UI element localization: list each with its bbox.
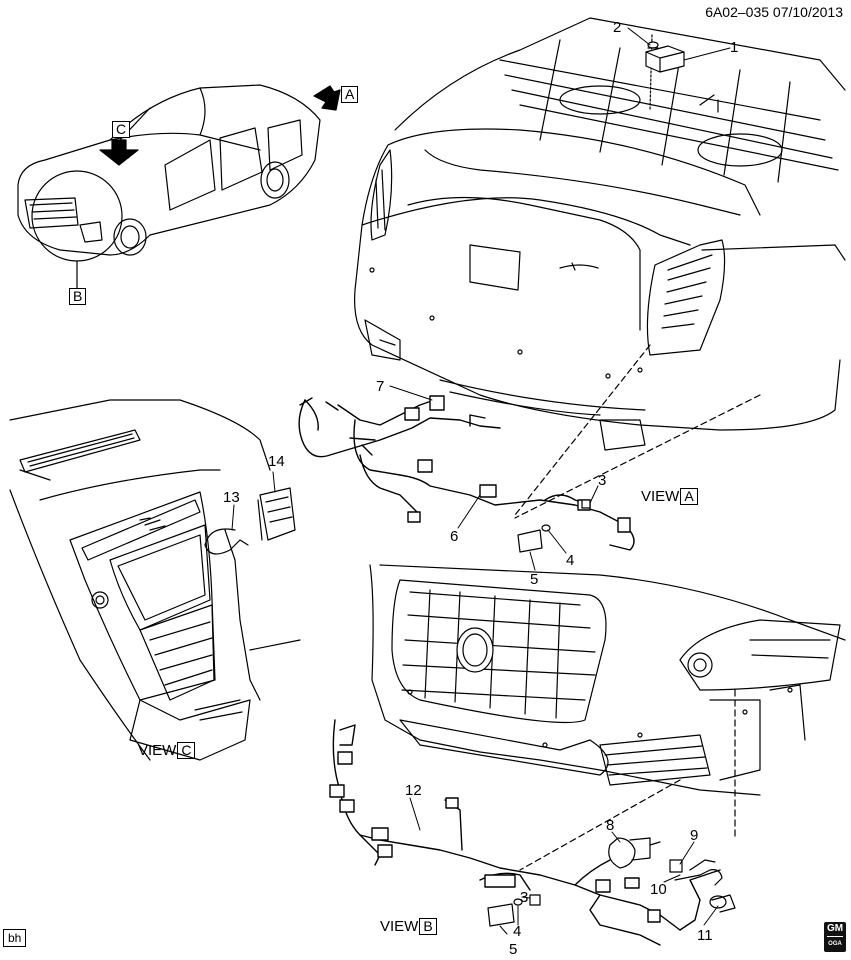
- view-a-prefix: VIEW: [641, 488, 680, 505]
- grommet-part-4-rear: [541, 524, 551, 532]
- overview-car: [17, 84, 321, 289]
- corner-tag: bh: [3, 929, 27, 947]
- callout-4-rear: 4: [566, 552, 575, 569]
- view-c-arrow-label: C: [112, 121, 131, 138]
- callout-10: 10: [650, 881, 667, 898]
- module-part-1: [645, 41, 685, 73]
- callout-9: 9: [690, 827, 699, 844]
- front-parts-8-9-10-11: [608, 837, 736, 913]
- callout-5-front: 5: [509, 941, 518, 958]
- view-c-letter: C: [177, 742, 196, 759]
- gm-logo-text: GM: [826, 923, 844, 934]
- bracket-part-5-rear: [517, 529, 543, 553]
- sensor-part-3-front: [529, 894, 541, 906]
- gm-logo-subtext: OGA: [827, 936, 843, 951]
- rear-harness: [298, 395, 635, 551]
- diagram-code: 6A02–035 07/10/2013: [705, 4, 843, 20]
- view-a-letter: A: [680, 488, 698, 505]
- bracket-part-5-front: [487, 903, 515, 927]
- pigtail-part-13: [204, 528, 249, 555]
- view-b-prefix: VIEW: [380, 918, 419, 935]
- callout-4-front: 4: [513, 923, 522, 940]
- callout-6: 6: [450, 528, 459, 545]
- grommet-part-4-front: [513, 898, 523, 906]
- callout-2: 2: [613, 19, 622, 36]
- front-harness: [329, 719, 721, 946]
- view-b-front: [369, 564, 846, 871]
- view-c-prefix: VIEW: [138, 742, 177, 759]
- gm-logo: GM OGA: [824, 922, 846, 952]
- callout-5-rear: 5: [530, 571, 539, 588]
- callout-14: 14: [268, 453, 285, 470]
- view-b-letter: B: [419, 918, 437, 935]
- view-c-console: [9, 399, 301, 761]
- view-a-arrow-label: A: [341, 86, 359, 103]
- callout-11: 11: [697, 927, 713, 944]
- callout-3-rear: 3: [598, 472, 607, 489]
- sensor-part-3-rear: [581, 499, 591, 509]
- switch-part-14: [257, 487, 296, 541]
- callout-leaders: [231, 27, 731, 935]
- callout-7: 7: [376, 378, 385, 395]
- callout-13: 13: [223, 489, 240, 506]
- view-a-rear: [354, 17, 846, 519]
- arrow-a-icon: [313, 85, 341, 111]
- arrow-c-icon: [99, 139, 139, 166]
- callout-12: 12: [405, 782, 422, 799]
- callout-8: 8: [606, 817, 615, 834]
- callout-3-front: 3: [520, 889, 529, 906]
- callout-1: 1: [730, 39, 739, 56]
- view-b-circle-label: B: [69, 288, 87, 305]
